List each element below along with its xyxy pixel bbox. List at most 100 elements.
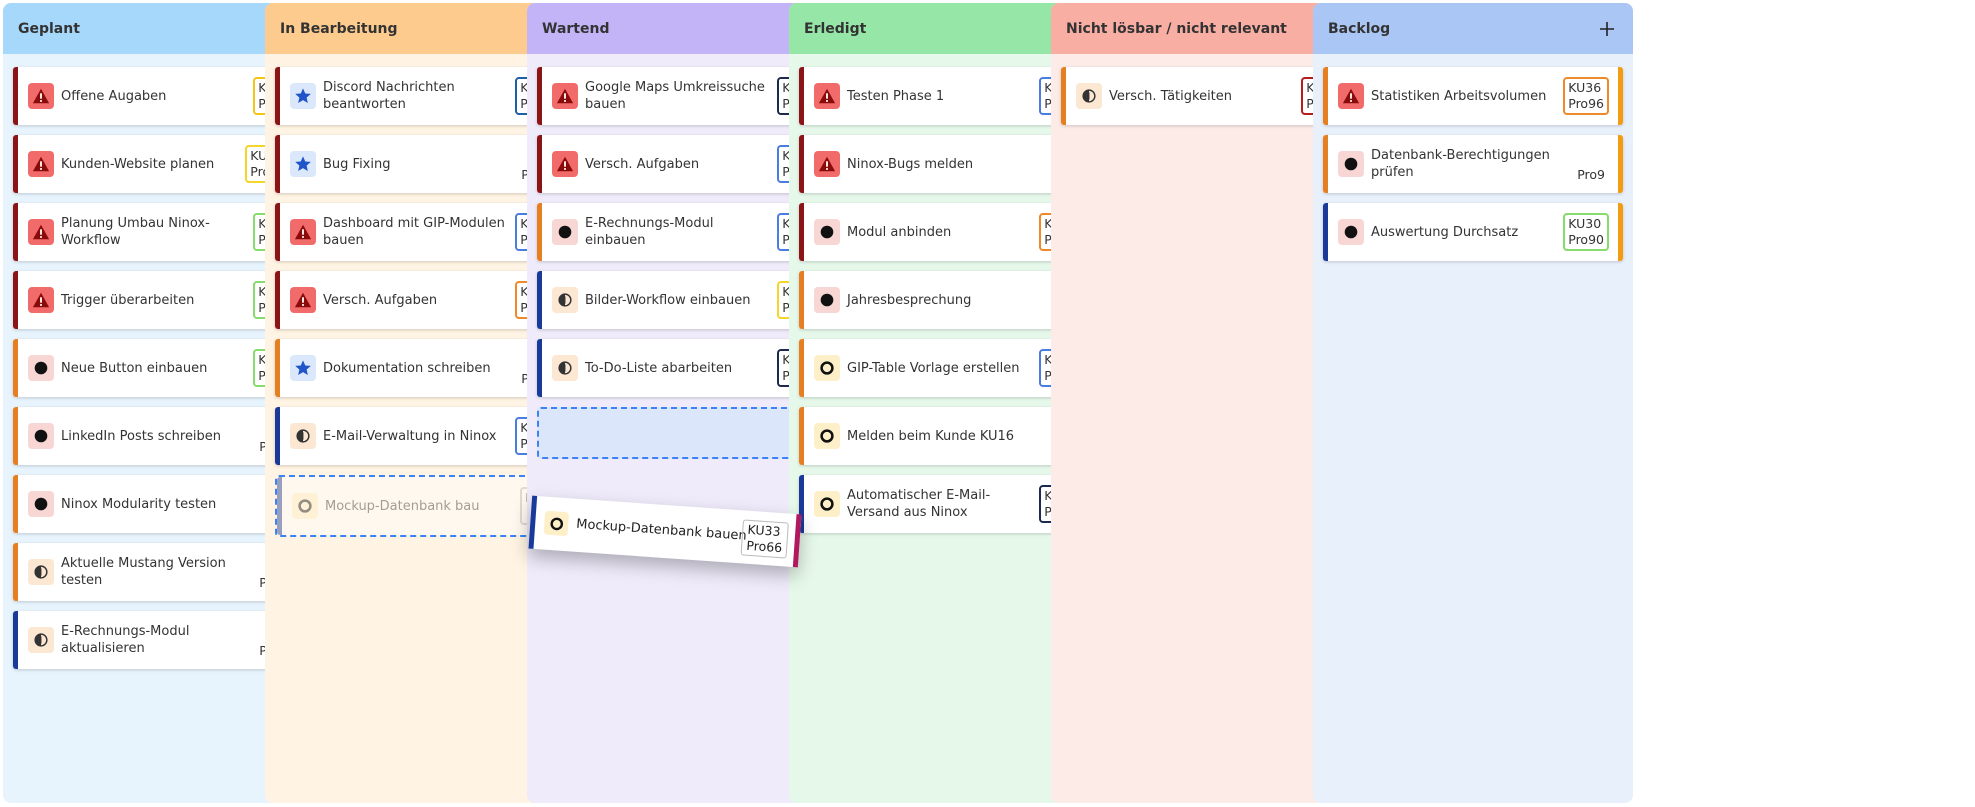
task-card[interactable]: Ninox Modularity testenPro6 (13, 475, 313, 533)
ring-icon (814, 491, 840, 517)
column-title: Backlog (1328, 20, 1391, 37)
warning-icon (814, 83, 840, 109)
warning-icon (1338, 83, 1364, 109)
status-bar (1618, 135, 1623, 193)
half-circle-icon (552, 355, 578, 381)
priority-bar (277, 477, 282, 535)
card-title: To-Do-Liste abarbeiten (585, 360, 733, 376)
circle-filled-icon (552, 219, 578, 245)
priority-bar (799, 67, 804, 125)
priority-bar (799, 135, 804, 193)
column-title: Wartend (542, 20, 610, 37)
circle-filled-icon (1338, 151, 1364, 177)
task-card[interactable]: Trigger überarbeitenKU30Pro90 (13, 271, 313, 329)
circle-filled-icon (1338, 219, 1364, 245)
tag-project: Pro90 (1568, 232, 1604, 247)
card-title: Automatischer E-Mail-Versand aus Ninox (847, 488, 991, 520)
plus-icon (1600, 21, 1614, 36)
card-title: Offene Augaben (61, 88, 167, 104)
priority-bar (1323, 67, 1328, 125)
task-card[interactable]: E-Mail-Verwaltung in NinoxKU15Pro28 (275, 407, 575, 465)
circle-filled-icon (814, 287, 840, 313)
card-title: Kunden-Website planen (61, 156, 215, 172)
tag-customer: KU30 (1568, 216, 1602, 231)
warning-icon (28, 83, 54, 109)
column-header: Backlog (1313, 3, 1633, 54)
card-title: Jahresbesprechung (847, 292, 972, 308)
card-title: LinkedIn Posts schreiben (61, 428, 222, 444)
task-card[interactable]: Dokumentation schreibenPro15 (275, 339, 575, 397)
card-title: Versch. Aufgaben (323, 292, 438, 308)
card-title: Modul anbinden (847, 224, 952, 240)
column-title: Nicht lösbar / nicht relevant (1066, 20, 1287, 37)
tag-customer: KU36 (1568, 80, 1602, 95)
priority-bar (13, 339, 18, 397)
card-title: Versch. Tätigkeiten (1109, 88, 1233, 104)
ring-icon (292, 493, 318, 519)
circle-filled-icon (28, 491, 54, 517)
card-title: Ninox Modularity testen (61, 496, 217, 512)
circle-filled-icon (28, 423, 54, 449)
column-title: Erledigt (804, 20, 867, 37)
priority-bar (13, 611, 18, 669)
star-icon (290, 83, 316, 109)
card-title: Discord Nachrichten beantworten (323, 80, 455, 112)
column-title: Geplant (18, 20, 80, 37)
warning-icon (814, 151, 840, 177)
priority-bar (537, 135, 542, 193)
card-title: Bilder-Workflow einbauen (585, 292, 751, 308)
task-card[interactable]: Planung Umbau Ninox-WorkflowKU30Pro90 (13, 203, 313, 261)
card-title: Dokumentation schreiben (323, 360, 491, 376)
ring-icon (543, 510, 570, 537)
card-title: Mockup-Datenbank bauen (575, 516, 748, 544)
add-card-button[interactable] (1595, 17, 1619, 41)
card-title: Melden beim Kunde KU16 (847, 428, 1015, 444)
priority-bar (537, 339, 542, 397)
priority-bar (13, 475, 18, 533)
priority-bar (13, 135, 18, 193)
priority-bar (1061, 67, 1066, 125)
project-label: Pro9 (1577, 167, 1605, 182)
priority-bar (13, 67, 18, 125)
task-card[interactable]: Automatischer E-Mail-Versand aus NinoxKU… (799, 475, 1099, 533)
card-title: Versch. Aufgaben (585, 156, 700, 172)
warning-icon (28, 219, 54, 245)
card-title: E-Rechnungs-Modul aktualisieren (61, 624, 190, 656)
priority-bar (275, 339, 280, 397)
warning-icon (552, 83, 578, 109)
priority-bar (799, 407, 804, 465)
task-card[interactable]: Ninox-Bugs meldenPro9 (799, 135, 1099, 193)
card-title: Mockup-Datenbank bau (325, 498, 480, 514)
card-title: Google Maps Umkreissuche bauen (585, 80, 765, 112)
card-title: Aktuelle Mustang Version testen (61, 556, 226, 588)
card-title: Testen Phase 1 (847, 88, 945, 104)
tag-project: Pro96 (1568, 96, 1604, 111)
card-title: Bug Fixing (323, 156, 391, 172)
half-circle-icon (290, 423, 316, 449)
priority-bar (13, 271, 18, 329)
card-title: Trigger überarbeiten (61, 292, 195, 308)
priority-bar (799, 475, 804, 533)
warning-icon (28, 151, 54, 177)
card-title: Auswertung Durchsatz (1371, 224, 1519, 240)
half-circle-icon (552, 287, 578, 313)
priority-bar (537, 67, 542, 125)
tag-project: Pro66 (745, 537, 783, 556)
ring-icon (814, 423, 840, 449)
card-title: Datenbank-Berechtigungen prüfen (1371, 148, 1550, 180)
circle-filled-icon (814, 219, 840, 245)
star-icon (290, 151, 316, 177)
status-bar (1618, 67, 1623, 125)
status-bar (1618, 203, 1623, 261)
half-circle-icon (28, 627, 54, 653)
priority-bar (799, 203, 804, 261)
priority-bar (275, 271, 280, 329)
